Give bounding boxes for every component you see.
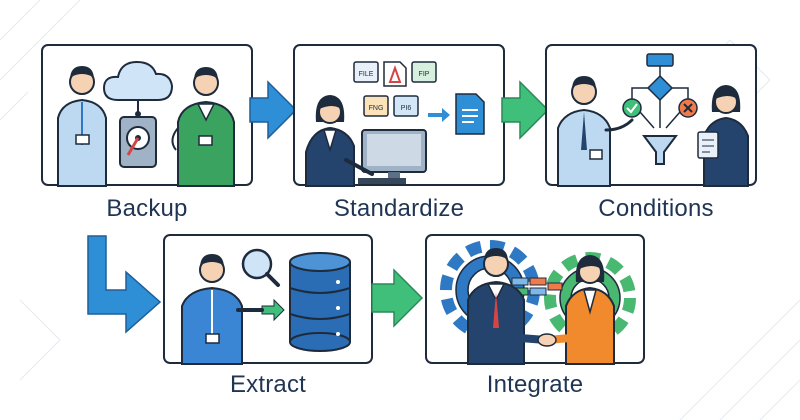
check-icon [622, 98, 642, 118]
person-right-backup [171, 66, 235, 187]
document-icon [455, 93, 485, 135]
arrow-green-small-icon [261, 298, 285, 322]
hard-drive-icon [119, 116, 157, 168]
panel-integrate [425, 234, 645, 365]
svg-text:PI6: PI6 [401, 105, 412, 112]
person-right-conditions [697, 84, 749, 187]
flowchart-icon [631, 53, 689, 102]
panel-standardize: FILE FIP FNG PI6 [293, 44, 505, 187]
person-extract [181, 253, 264, 365]
svg-text:FNG: FNG [369, 105, 384, 112]
file-badge-fip: FIP [411, 61, 437, 83]
panel-extract [163, 234, 373, 365]
arrow-standardize-to-conditions [501, 80, 550, 140]
svg-text:FIP: FIP [419, 71, 430, 78]
arrow-right-icon [428, 108, 450, 122]
person-left-backup [57, 65, 107, 187]
file-badge-fng: FNG [363, 95, 389, 117]
svg-text:FILE: FILE [359, 71, 374, 78]
pdf-icon [383, 61, 407, 87]
handshake-icon [516, 333, 574, 347]
panel-backup [41, 44, 253, 187]
panel-conditions [545, 44, 757, 187]
cloud-icon [102, 60, 174, 117]
person-standardize [305, 94, 374, 187]
arrow-backup-to-standardize [249, 80, 298, 140]
database-icon [289, 252, 351, 352]
person-right-integrate [565, 254, 615, 365]
funnel-icon [642, 135, 678, 165]
step-label-standardize: Standardize [333, 195, 465, 222]
arrow-conditions-to-extract [87, 235, 162, 334]
step-label-conditions: Conditions [598, 195, 714, 222]
file-badge-pi6: PI6 [393, 95, 419, 117]
person-left-conditions [557, 75, 634, 187]
monitor-icon [358, 129, 427, 184]
step-label-backup: Backup [106, 195, 188, 222]
clipboard-icon [697, 131, 719, 159]
arrow-extract-to-integrate [371, 268, 424, 328]
person-left-integrate [467, 247, 525, 365]
cross-icon [678, 98, 698, 118]
step-label-integrate: Integrate [486, 371, 584, 398]
magnifier-icon [241, 248, 280, 287]
file-badge-file: FILE [353, 61, 379, 83]
step-label-extract: Extract [229, 371, 307, 398]
